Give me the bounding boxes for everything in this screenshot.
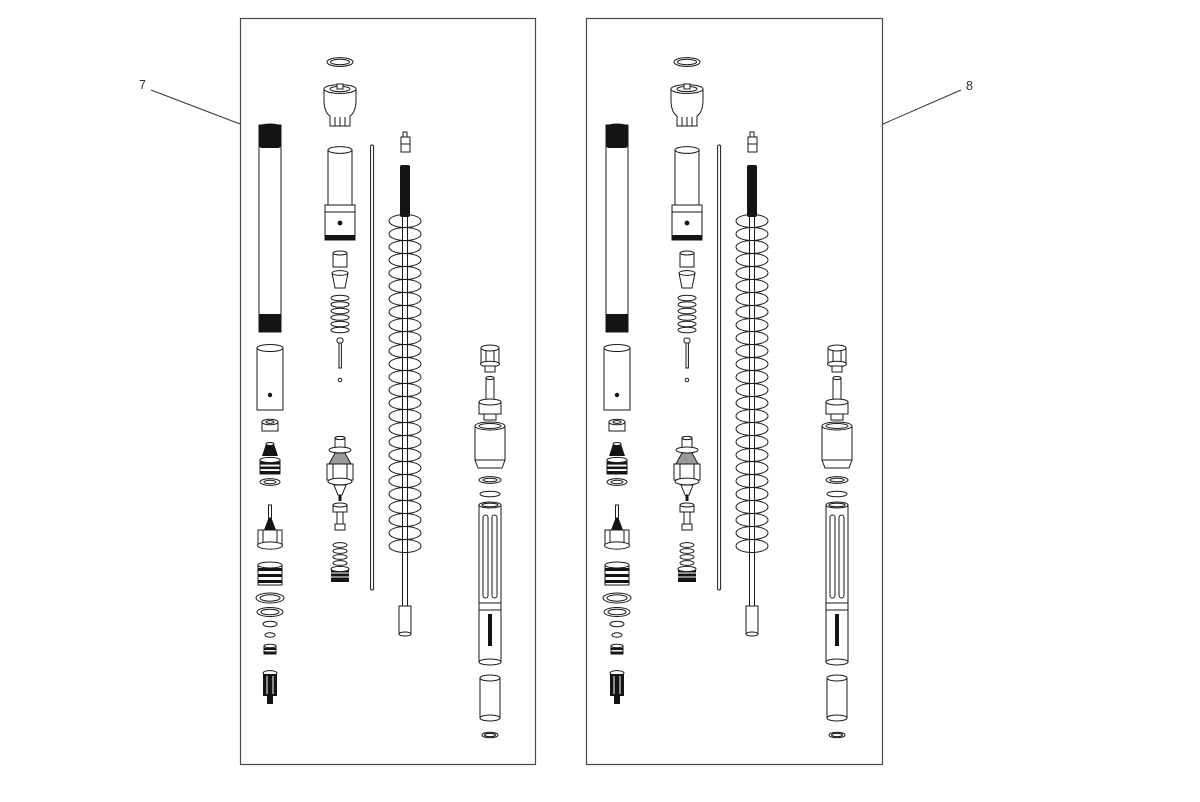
panel-7 xyxy=(239,17,537,766)
callout-7: 7 xyxy=(139,78,241,125)
callout-8-leader-line xyxy=(882,89,962,125)
callout-8: 8 xyxy=(882,79,973,125)
callout-7-leader-line xyxy=(150,89,241,125)
callout-8-label: 8 xyxy=(966,79,973,93)
callout-7-label: 7 xyxy=(139,78,146,92)
panel-8 xyxy=(585,17,884,766)
